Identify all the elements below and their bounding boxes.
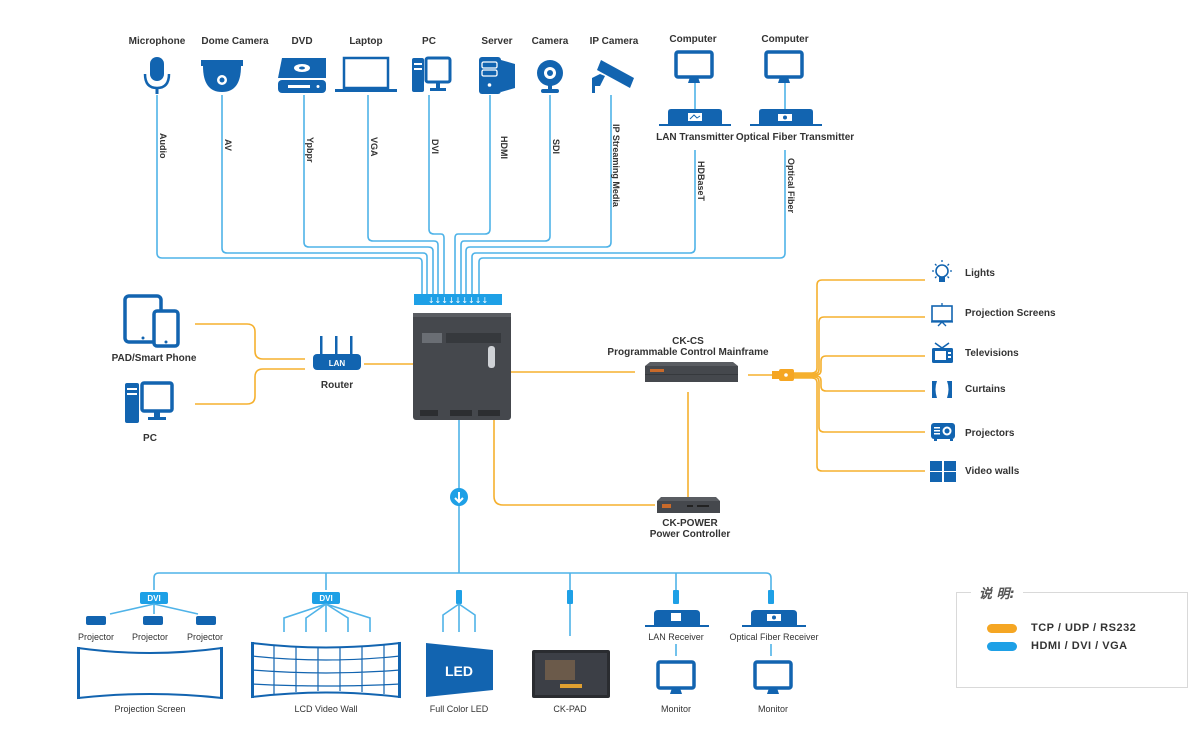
power-subtitle: Power Controller [650, 529, 731, 540]
signal-label: Optical Fiber [786, 158, 796, 214]
source-label: Laptop [349, 36, 382, 47]
control-input-lines [195, 323, 413, 405]
pad-label: PAD/Smart Phone [112, 353, 197, 364]
tablet-phone-icon [123, 294, 180, 348]
legend: 说 明: TCP / UDP / RS232 HDMI / DVI / VGA [956, 583, 1188, 688]
source-labels: Microphone Dome Camera DVD Laptop PC Ser… [129, 34, 809, 47]
dvi-badge: DVI [319, 594, 332, 603]
source-label: IP Camera [590, 36, 639, 47]
output-cables [153, 420, 772, 590]
monitor-icon [764, 50, 804, 83]
controlled-device-labels: Lights Projection Screens Televisions Cu… [965, 268, 1056, 477]
matrix-switcher [413, 313, 511, 420]
source-label: Computer [669, 34, 716, 45]
microphone-icon [143, 57, 171, 94]
mainframe-title: CK-CS [672, 336, 704, 347]
control-fanout [748, 279, 925, 472]
signal-label: Audio [158, 133, 168, 159]
device-label: Projection Screens [965, 308, 1056, 319]
svg-text:↓↓↓↓↓↓↓↓↓: ↓↓↓↓↓↓↓↓↓ [428, 296, 488, 305]
lan-transmitter: LAN Transmitter [656, 109, 734, 143]
server-icon [479, 57, 515, 94]
device-label: Projectors [965, 428, 1015, 439]
signal-label: Ypbpr [305, 137, 315, 163]
legend-item: HDMI / DVI / VGA [987, 640, 1128, 652]
signal-label: DVI [430, 139, 440, 154]
pc-label: PC [143, 433, 157, 444]
full-color-led-group: LED Full Color LED [426, 590, 493, 714]
power-controller [657, 497, 720, 513]
signal-label: AV [223, 139, 233, 151]
source-label: Dome Camera [201, 36, 269, 47]
legend-item: TCP / UDP / RS232 [987, 622, 1136, 634]
input-port-bar: ↓↓↓↓↓↓↓↓↓ [414, 294, 502, 305]
laptop-icon [335, 56, 397, 92]
legend-swatch-blue [987, 641, 1017, 651]
source-label: PC [422, 36, 436, 47]
webcam-icon [537, 60, 563, 93]
fiber-receiver-label: Optical Fiber Receiver [729, 632, 818, 642]
dome-camera-icon [201, 60, 243, 92]
led-text: LED [445, 663, 473, 679]
monitor-icon [674, 50, 714, 83]
input-cables [156, 82, 786, 296]
source-label: Camera [532, 36, 569, 47]
monitor-label: Monitor [661, 704, 691, 714]
matrix-to-power-line [493, 420, 655, 506]
source-label: Server [481, 36, 512, 47]
router-badge: LAN [329, 359, 346, 368]
lan-receiver-label: LAN Receiver [648, 632, 704, 642]
curtains-icon [932, 381, 952, 398]
optical-fiber-transmitter: Optical Fiber Transmitter [736, 109, 854, 143]
device-label: Curtains [965, 384, 1006, 395]
power-title: CK-POWER [662, 518, 718, 529]
router-icon: LAN [313, 336, 361, 370]
ip-camera-icon [592, 60, 634, 93]
device-label: Video walls [965, 466, 1020, 477]
monitor-label: Monitor [758, 704, 788, 714]
dvd-icon [278, 58, 326, 93]
projector-label: Projector [187, 632, 223, 642]
fiber-receiver-group: Optical Fiber Receiver Monitor [729, 590, 819, 714]
router-label: Router [321, 380, 353, 391]
signal-label: HDMI [499, 136, 509, 159]
lan-transmitter-label: LAN Transmitter [656, 132, 734, 143]
source-label: Microphone [129, 36, 186, 47]
signal-label: HDBaseT [696, 161, 706, 202]
control-mainframe [645, 362, 738, 382]
fiber-transmitter-label: Optical Fiber Transmitter [736, 132, 854, 143]
lcd-video-wall-group: DVI LCD Video Wall [251, 592, 401, 714]
projection-screen-label: Projection Screen [114, 704, 185, 714]
source-label: Computer [761, 34, 808, 45]
ck-pad-label: CK-PAD [553, 704, 587, 714]
projector-icon [931, 423, 955, 441]
television-icon [932, 342, 953, 363]
device-label: Lights [965, 268, 995, 279]
projector-label: Projector [132, 632, 168, 642]
source-label: DVD [291, 36, 312, 47]
full-color-led-label: Full Color LED [430, 704, 489, 714]
projector-label: Projector [78, 632, 114, 642]
video-wall-icon [930, 461, 956, 482]
ck-pad-group: CK-PAD [532, 590, 610, 714]
signal-label: VGA [369, 137, 379, 157]
legend-swatch-orange [987, 623, 1017, 633]
pc-icon [125, 381, 174, 423]
signal-labels: Audio AV Ypbpr VGA DVI HDMI SDI IP Strea… [158, 124, 796, 214]
mainframe-subtitle: Programmable Control Mainframe [607, 347, 769, 358]
signal-label: IP Streaming Media [611, 124, 621, 208]
dvi-badge: DVI [147, 594, 160, 603]
legend-label: HDMI / DVI / VGA [1031, 640, 1128, 652]
projection-group: DVI Projector Projector Projector Projec… [77, 592, 223, 714]
lan-receiver-group: LAN Receiver Monitor [645, 590, 709, 714]
signal-label: SDI [551, 139, 561, 154]
legend-title: 说 明: [971, 583, 1023, 602]
light-bulb-icon [932, 260, 952, 282]
lcd-wall-label: LCD Video Wall [294, 704, 357, 714]
legend-label: TCP / UDP / RS232 [1031, 622, 1137, 634]
projection-screen-icon [931, 303, 953, 327]
pc-icon [412, 56, 452, 92]
device-label: Televisions [965, 348, 1019, 359]
